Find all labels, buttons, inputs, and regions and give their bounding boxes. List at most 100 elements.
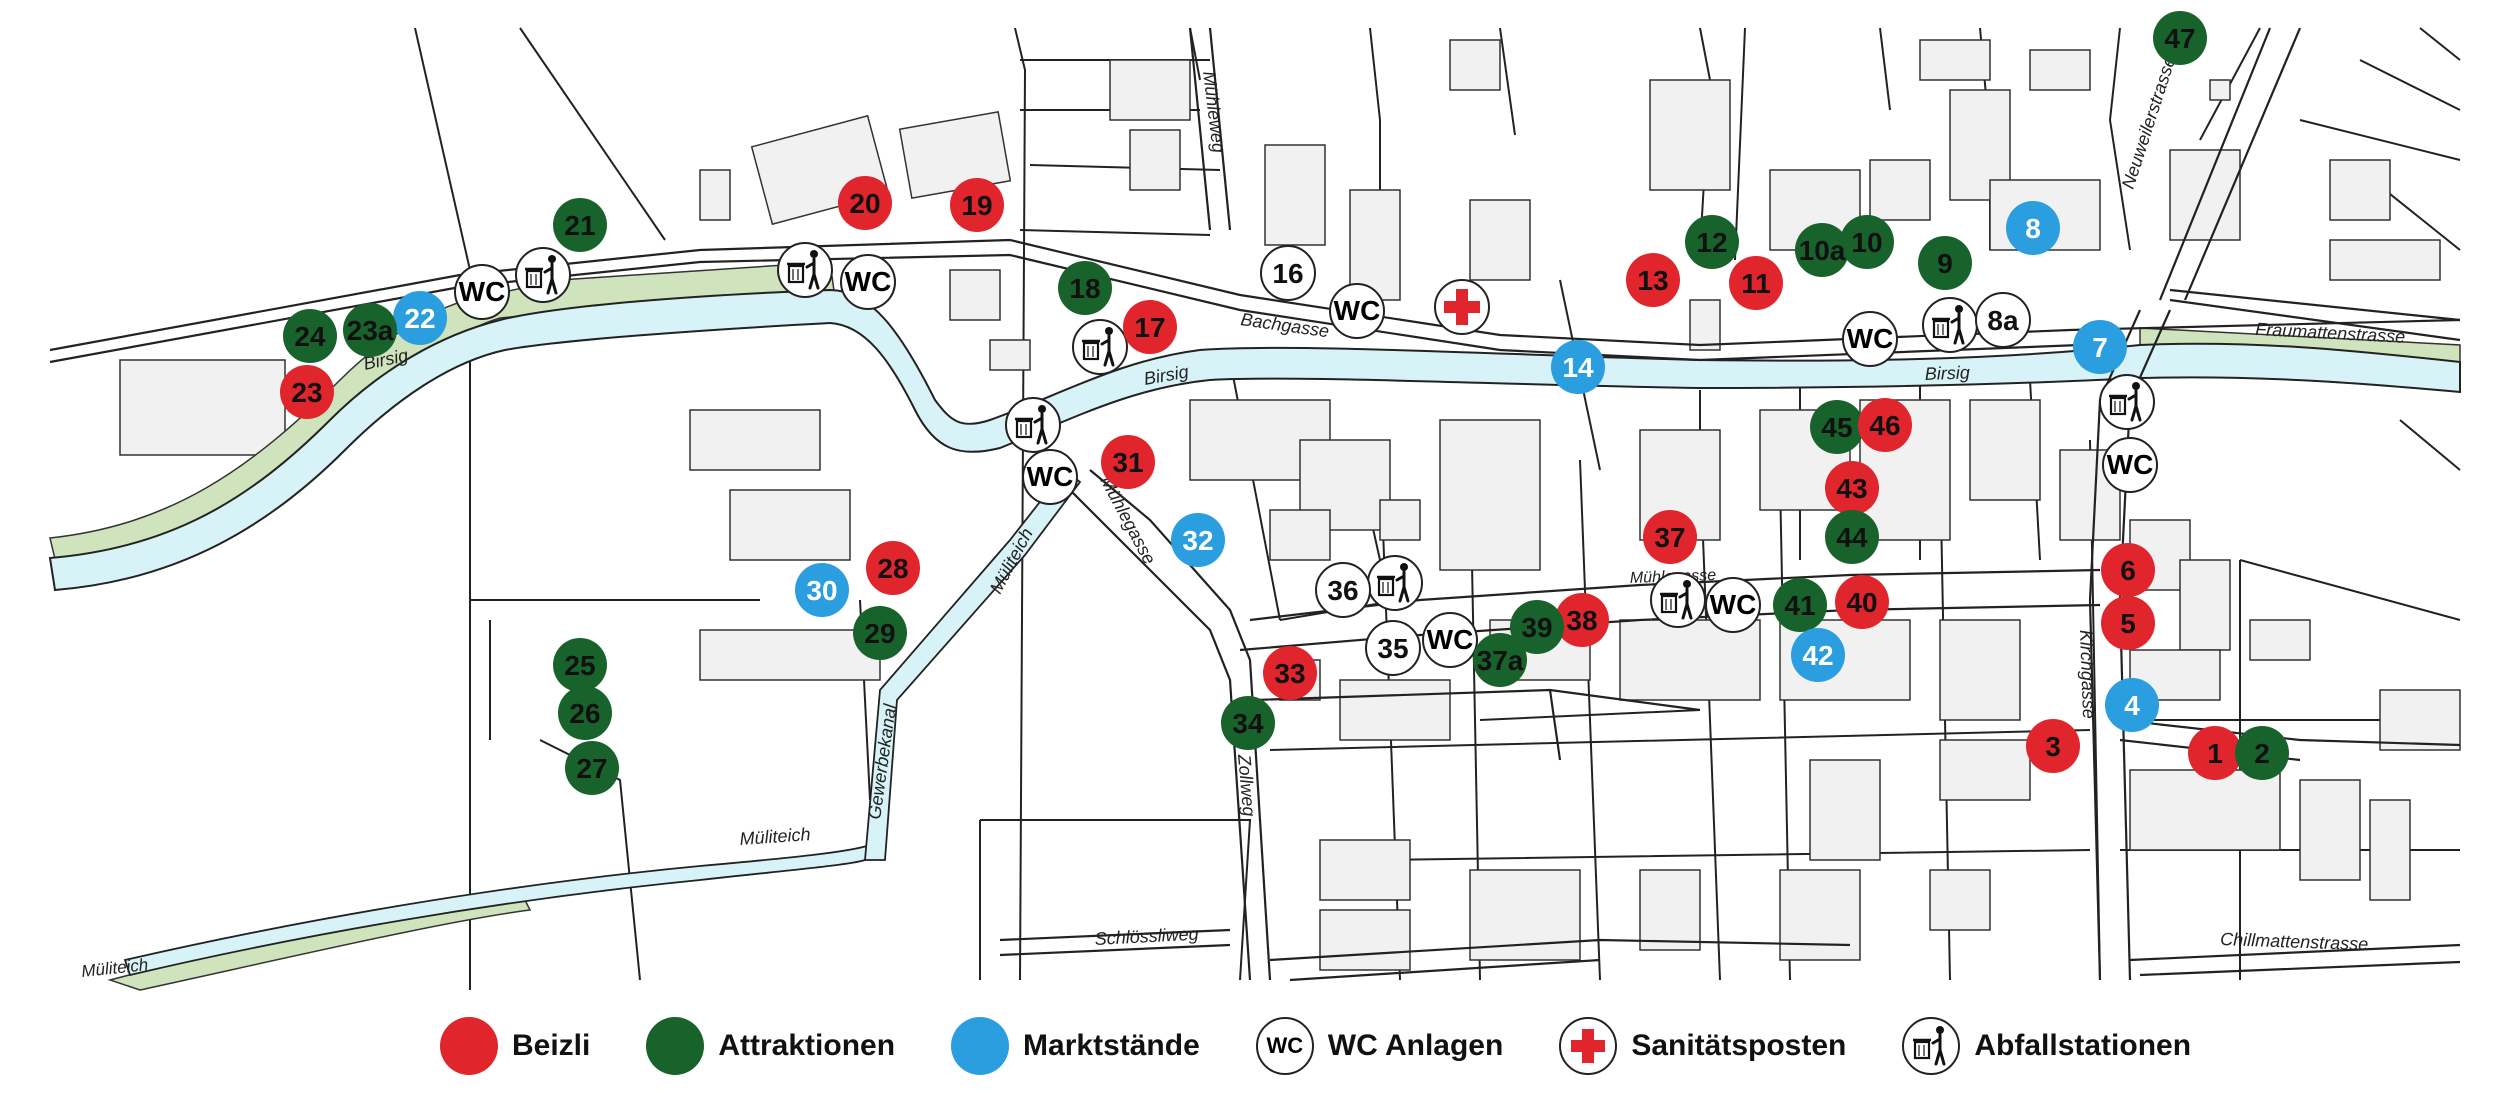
poi-marker-label: 11 xyxy=(1741,268,1771,299)
waste-bin-icon[interactable] xyxy=(1367,555,1423,611)
poi-marker-44[interactable]: 44 xyxy=(1825,510,1879,564)
poi-marker-label: 19 xyxy=(961,190,992,221)
poi-marker-8[interactable]: 8 xyxy=(2006,201,2060,255)
poi-marker-5[interactable]: 5 xyxy=(2101,596,2155,650)
wc-marker[interactable]: WC xyxy=(1329,283,1385,339)
poi-marker-45[interactable]: 45 xyxy=(1810,400,1864,454)
poi-marker-10[interactable]: 10 xyxy=(1840,215,1894,269)
parcel-lines xyxy=(414,27,2461,990)
poi-marker-38[interactable]: 38 xyxy=(1555,593,1609,647)
poi-marker-28[interactable]: 28 xyxy=(866,541,920,595)
svg-text:WC: WC xyxy=(1427,624,1474,655)
poi-marker-13[interactable]: 13 xyxy=(1626,253,1680,307)
poi-marker-circle xyxy=(1315,562,1371,618)
poi-marker-6[interactable]: 6 xyxy=(2101,543,2155,597)
poi-marker-40[interactable]: 40 xyxy=(1835,575,1889,629)
poi-marker-35[interactable]: 35 xyxy=(1365,620,1421,676)
poi-marker-label: 2 xyxy=(2254,738,2270,769)
poi-marker-21[interactable]: 21 xyxy=(553,198,607,252)
svg-text:WC: WC xyxy=(1847,323,1894,354)
waste-bin-icon[interactable] xyxy=(1072,319,1128,375)
waste-bin-icon[interactable] xyxy=(515,247,571,303)
waste-bin-icon[interactable] xyxy=(2099,374,2155,430)
poi-marker-37a[interactable]: 37a xyxy=(1473,633,1527,687)
waste-bin-icon[interactable] xyxy=(1650,572,1706,628)
poi-marker-circle xyxy=(1263,646,1317,700)
poi-marker-25[interactable]: 25 xyxy=(553,638,607,692)
legend: Beizli Attraktionen Marktstände WC WC An… xyxy=(440,1010,2300,1082)
waste-bin-markers xyxy=(515,242,2155,628)
poi-marker-16[interactable]: 16 xyxy=(1260,245,1316,301)
legend-label: Beizli xyxy=(512,1029,591,1062)
poi-marker-label: 35 xyxy=(1377,633,1408,664)
poi-marker-label: 1 xyxy=(2207,738,2223,769)
wc-marker[interactable]: WC xyxy=(454,264,510,320)
svg-text:WC: WC xyxy=(1027,461,1074,492)
legend-item-sani: Sanitätsposten xyxy=(1559,1017,1846,1075)
poi-marker-29[interactable]: 29 xyxy=(853,606,907,660)
poi-marker-46[interactable]: 46 xyxy=(1858,398,1912,452)
poi-marker-26[interactable]: 26 xyxy=(558,686,612,740)
poi-marker-31[interactable]: 31 xyxy=(1101,435,1155,489)
poi-marker-circle xyxy=(2073,320,2127,374)
poi-marker-14[interactable]: 14 xyxy=(1551,340,1605,394)
poi-marker-label: 40 xyxy=(1846,587,1877,618)
poi-marker-11[interactable]: 11 xyxy=(1729,256,1783,310)
legend-item-attraktionen: Attraktionen xyxy=(646,1017,895,1075)
poi-marker-24[interactable]: 24 xyxy=(283,309,337,363)
poi-marker-circle xyxy=(1858,398,1912,452)
poi-marker-33[interactable]: 33 xyxy=(1263,646,1317,700)
wc-marker[interactable]: WC xyxy=(1705,577,1761,633)
waste-bin-icon[interactable] xyxy=(1922,297,1978,353)
red-cross-icon[interactable] xyxy=(1434,279,1490,335)
wc-marker[interactable]: WC xyxy=(1842,311,1898,367)
poi-marker-label: 32 xyxy=(1182,525,1213,556)
legend-item-abfall: Abfallstationen xyxy=(1902,1017,2191,1075)
poi-marker-23a[interactable]: 23a xyxy=(343,303,397,357)
poi-marker-label: 23a xyxy=(347,315,394,346)
wc-marker[interactable]: WC xyxy=(2102,437,2158,493)
poi-marker-37[interactable]: 37 xyxy=(1643,510,1697,564)
poi-marker-12[interactable]: 12 xyxy=(1685,215,1739,269)
poi-marker-circle xyxy=(393,291,447,345)
poi-marker-47[interactable]: 47 xyxy=(2153,11,2207,65)
poi-marker-18[interactable]: 18 xyxy=(1058,261,1112,315)
poi-marker-34[interactable]: 34 xyxy=(1221,696,1275,750)
poi-marker-23[interactable]: 23 xyxy=(280,365,334,419)
poi-marker-3[interactable]: 3 xyxy=(2026,719,2080,773)
poi-marker-27[interactable]: 27 xyxy=(565,741,619,795)
poi-marker-43[interactable]: 43 xyxy=(1825,461,1879,515)
poi-marker-39[interactable]: 39 xyxy=(1510,600,1564,654)
poi-marker-1[interactable]: 1 xyxy=(2188,726,2242,780)
poi-marker-7[interactable]: 7 xyxy=(2073,320,2127,374)
svg-text:WC: WC xyxy=(459,276,506,307)
poi-marker-9[interactable]: 9 xyxy=(1918,236,1972,290)
poi-marker-label: 21 xyxy=(564,210,595,241)
poi-marker-2[interactable]: 2 xyxy=(2235,726,2289,780)
poi-marker-22[interactable]: 22 xyxy=(393,291,447,345)
poi-marker-20[interactable]: 20 xyxy=(838,176,892,230)
wc-marker[interactable]: WC xyxy=(840,254,896,310)
poi-marker-41[interactable]: 41 xyxy=(1773,578,1827,632)
legend-label: WC Anlagen xyxy=(1327,1029,1504,1062)
poi-marker-32[interactable]: 32 xyxy=(1171,513,1225,567)
waste-bin-icon[interactable] xyxy=(1005,397,1061,453)
poi-marker-17[interactable]: 17 xyxy=(1123,300,1177,354)
poi-marker-10a[interactable]: 10a xyxy=(1795,223,1849,277)
poi-marker-circle xyxy=(2006,201,2060,255)
waste-bin-icon[interactable] xyxy=(777,242,833,298)
poi-marker-30[interactable]: 30 xyxy=(795,563,849,617)
poi-marker-36[interactable]: 36 xyxy=(1315,562,1371,618)
poi-marker-8a[interactable]: 8a xyxy=(1975,292,2031,348)
poi-marker-circle xyxy=(565,741,619,795)
poi-marker-42[interactable]: 42 xyxy=(1791,628,1845,682)
poi-marker-label: 33 xyxy=(1274,658,1305,689)
poi-marker-4[interactable]: 4 xyxy=(2105,678,2159,732)
poi-marker-circle xyxy=(1058,261,1112,315)
poi-marker-circle xyxy=(1840,215,1894,269)
wc-marker[interactable]: WC xyxy=(1022,449,1078,505)
poi-marker-label: 10 xyxy=(1851,227,1882,258)
wc-marker[interactable]: WC xyxy=(1422,612,1478,668)
poi-marker-19[interactable]: 19 xyxy=(950,178,1004,232)
